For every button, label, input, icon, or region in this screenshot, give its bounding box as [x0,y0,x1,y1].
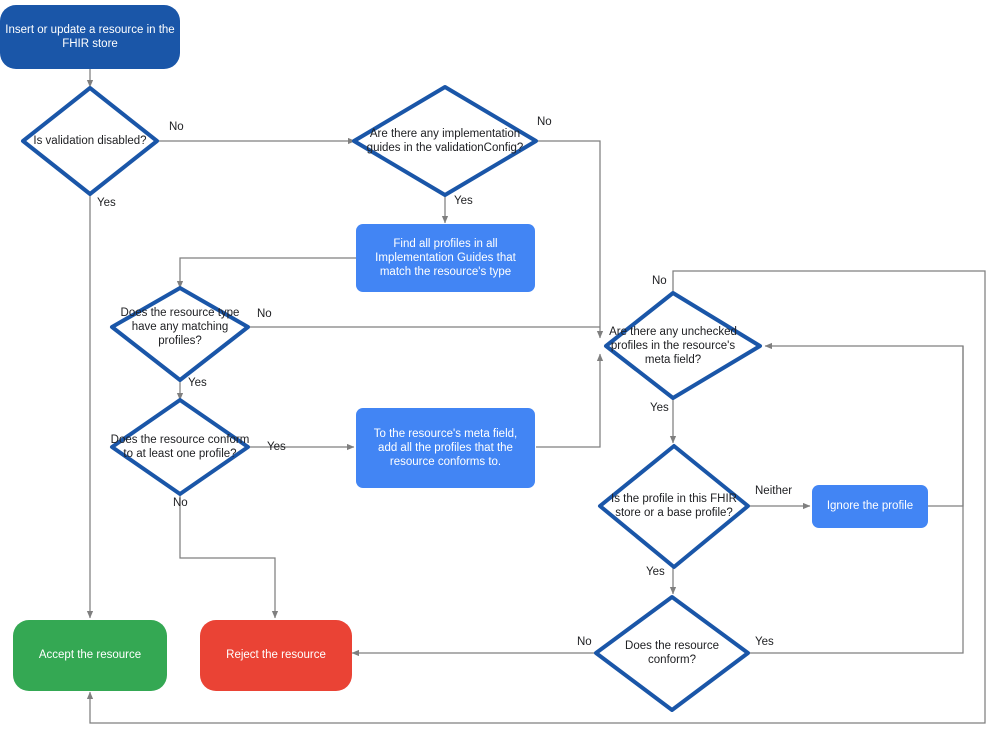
edge-guides-no [536,140,604,339]
node-reject-label: Reject the resource [226,649,326,662]
node-reject[interactable]: Reject the resource [200,620,352,691]
node-start[interactable]: Insert or update a resource in the FHIR … [0,5,180,69]
node-start-label: Insert or update a resource in the FHIR … [5,23,175,50]
edge-ignore-loop [764,342,964,507]
node-ignore-profile-label: Ignore the profile [826,500,914,513]
edge-label-validation-no: No [169,121,184,133]
edge-label-unchecked-yes: Yes [650,402,669,414]
edge-find-to-matching [176,257,356,289]
edge-add-profiles-to-unchecked [536,353,604,448]
decision-shape-unchecked-profiles [604,291,762,400]
edge-label-validation-yes: Yes [97,197,116,209]
edge-unchecked-no [86,270,986,724]
edge-label-conform-one-yes: Yes [267,441,286,453]
edge-label-resource-conform-no: No [577,636,592,648]
decision-shape-resource-conform [594,595,750,712]
edge-label-unchecked-no: No [652,275,667,287]
decision-shape-conform-one-profile [110,398,250,496]
edge-label-guides-yes: Yes [454,195,473,207]
decision-shape-profile-in-store [598,444,750,569]
node-find-profiles-label: Find all profiles in all Implementation … [375,237,516,278]
edge-resource-conform-yes [748,346,964,654]
edge-label-matching-no: No [257,308,272,320]
decision-shape-validation-disabled [21,86,159,196]
node-find-profiles[interactable]: Find all profiles in all Implementation … [356,224,535,292]
node-add-profiles-meta-label: To the resource's meta field, add all th… [373,427,518,468]
decision-shape-matching-profiles [110,286,250,382]
edge-label-matching-yes: Yes [188,377,207,389]
decision-shape-implementation-guides [352,85,538,197]
edge-label-profile-store-yes: Yes [646,566,665,578]
edge-label-conform-one-no: No [173,497,188,509]
node-accept[interactable]: Accept the resource [13,620,167,691]
edge-label-resource-conform-yes: Yes [755,636,774,648]
node-accept-label: Accept the resource [38,649,142,662]
node-ignore-profile[interactable]: Ignore the profile [812,485,928,528]
edge-conform-one-no [179,495,279,619]
edge-label-profile-store-neither: Neither [755,485,793,497]
node-add-profiles-meta[interactable]: To the resource's meta field, add all th… [356,408,535,488]
edge-label-guides-no: No [537,116,552,128]
